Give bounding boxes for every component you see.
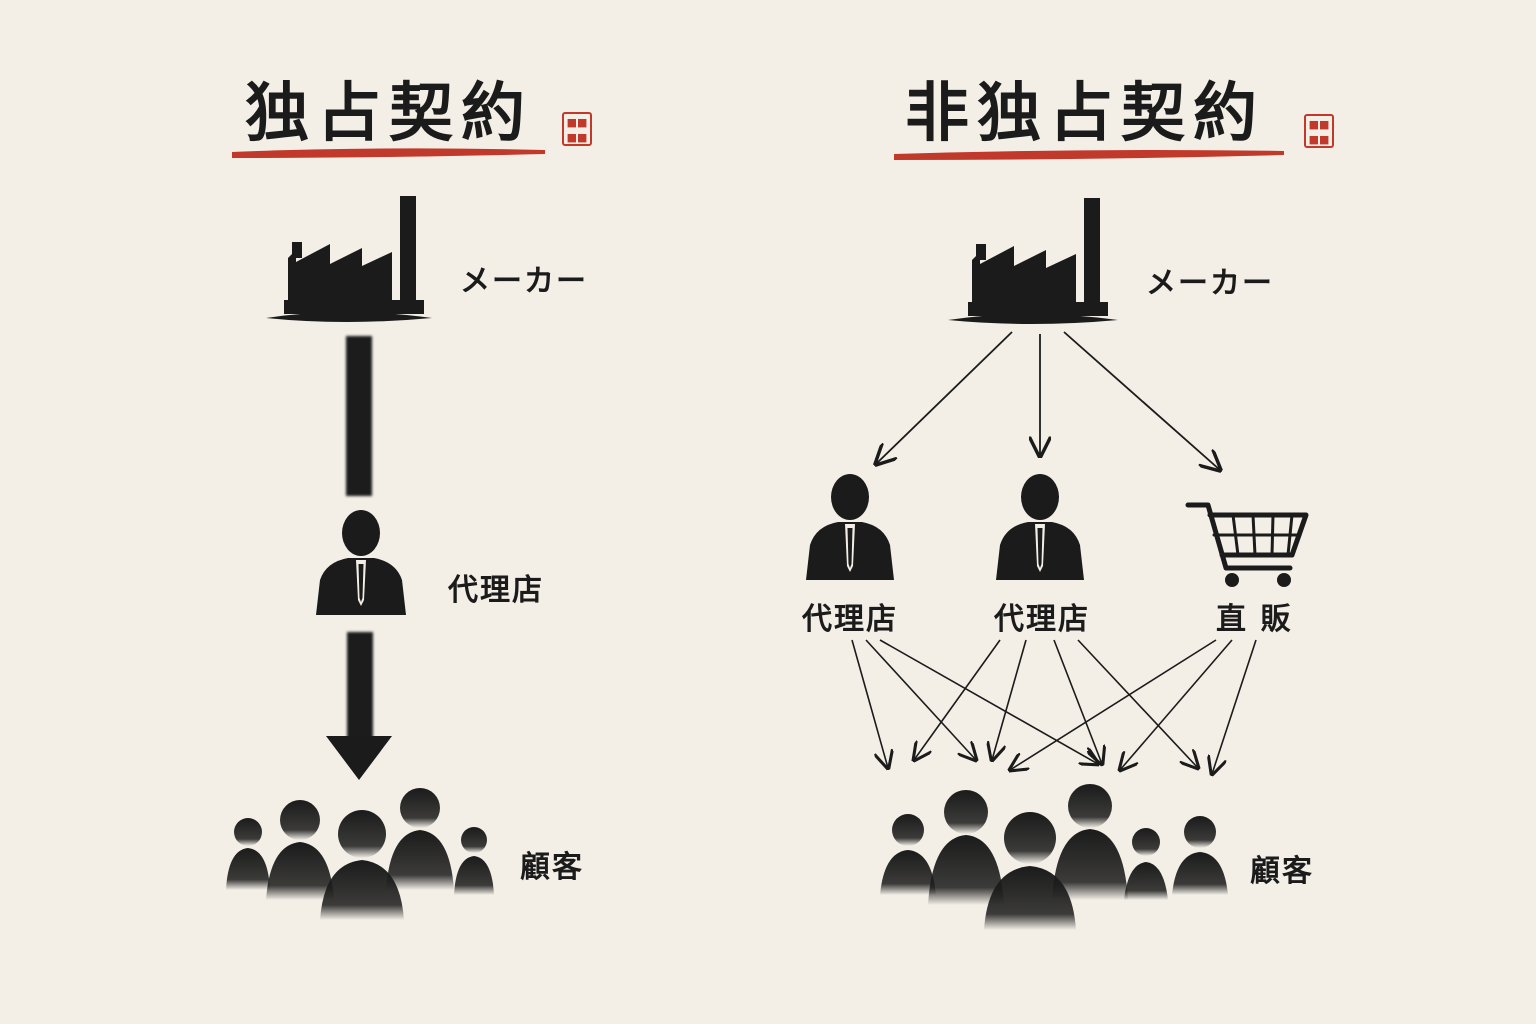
customers-crowd-icon-right xyxy=(880,784,1228,930)
factory-icon-left xyxy=(266,196,432,322)
title-underline-right xyxy=(894,150,1284,160)
thick-arrow-lower xyxy=(347,632,373,742)
red-seal-stamp-right: ■■■■ xyxy=(1304,114,1334,148)
maker-to-channels-arrows xyxy=(876,331,1220,470)
non-exclusive-contract-title: 非独占契約 xyxy=(905,76,1265,151)
factory-icon-right xyxy=(948,198,1118,324)
red-seal-stamp-left: ■■■■ xyxy=(562,112,592,146)
channels-to-customers-arrows xyxy=(851,639,1257,774)
agent-label-left: 代理店 xyxy=(448,573,544,608)
agent-person-icon-left xyxy=(316,510,406,615)
thick-arrowhead xyxy=(326,736,392,780)
agent-label-right-2: 代理店 xyxy=(994,602,1090,637)
customers-label-right: 顧客 xyxy=(1250,854,1314,889)
agent-person-icon-right-1 xyxy=(806,474,894,580)
agent-label-right-1: 代理店 xyxy=(802,602,898,637)
maker-label-right: メーカー xyxy=(1146,266,1274,301)
title-underline-left xyxy=(232,148,545,158)
shopping-cart-icon xyxy=(1185,502,1309,571)
maker-label-left: メーカー xyxy=(460,264,588,299)
customers-crowd-icon-left xyxy=(226,788,494,920)
thick-arrow-upper xyxy=(346,336,372,496)
direct-sales-label: 直 販 xyxy=(1216,602,1293,637)
customers-label-left: 顧客 xyxy=(520,850,584,885)
exclusive-contract-title: 独占契約 xyxy=(245,76,533,151)
cart-wheel-right xyxy=(1277,573,1291,587)
agent-person-icon-right-2 xyxy=(996,474,1084,580)
cart-wheel-left xyxy=(1225,573,1239,587)
